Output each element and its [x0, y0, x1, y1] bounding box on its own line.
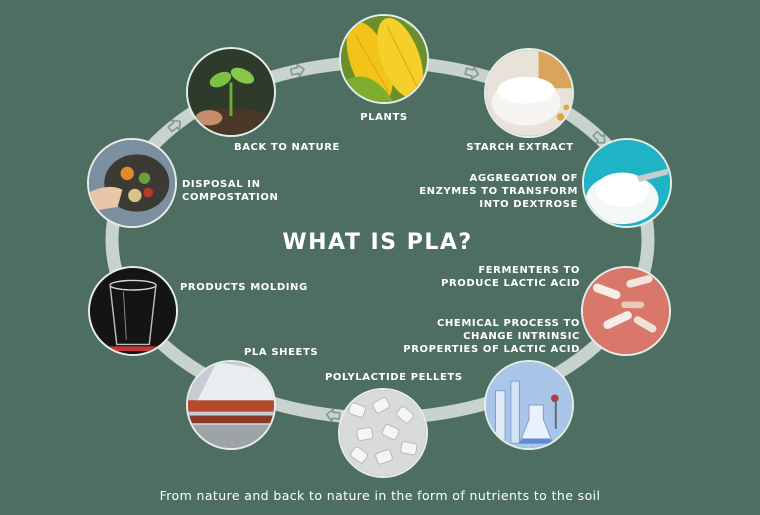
step-label-plants: PLANTS [360, 112, 408, 123]
step-plants-image [339, 14, 429, 104]
step-fermenters-image [581, 266, 671, 356]
step-back-to-nature-image [186, 47, 276, 137]
step-products-molding-image [88, 266, 178, 356]
compost-bin-icon [89, 140, 175, 226]
sheet-rolls-icon [188, 362, 274, 448]
step-label-fermenters: FERMENTERS TO PRODUCE LACTIC ACID [441, 265, 580, 289]
step-chemical-process-image [484, 360, 574, 450]
pellets-icon [340, 390, 426, 476]
step-label-pellets: POLYLACTIDE PELLETS [325, 372, 463, 383]
step-pellets-image [338, 388, 428, 478]
flow-arrow-icon [289, 63, 305, 78]
step-label-dextrose: AGGREGATION OF ENZYMES TO TRANSFORM INTO… [419, 173, 578, 210]
sprout-icon [188, 49, 274, 135]
step-pla-sheets-image [186, 360, 276, 450]
flow-arrow-icon [464, 66, 480, 80]
step-label-chemical-process: CHEMICAL PROCESS TO CHANGE INTRINSIC PRO… [403, 318, 580, 355]
step-starch-extract-image [484, 48, 574, 138]
starch-bowl-icon [486, 50, 572, 136]
corn-icon [341, 16, 427, 102]
plastic-cup-icon [90, 268, 176, 354]
step-label-back-to-nature: BACK TO NATURE [234, 142, 340, 153]
flow-arrow-icon [167, 119, 181, 133]
step-label-products-molding: PRODUCTS MOLDING [180, 282, 308, 293]
lab-glassware-icon [486, 362, 572, 448]
diagram-title: WHAT IS PLA? [282, 230, 473, 255]
step-compostation-image [87, 138, 177, 228]
footer-caption: From nature and back to nature in the fo… [159, 488, 601, 503]
step-label-compostation: DISPOSAL IN COMPOSTATION [182, 179, 279, 203]
step-label-pla-sheets: PLA SHEETS [244, 347, 319, 358]
step-dextrose-image [582, 138, 672, 228]
step-label-starch-extract: STARCH EXTRACT [466, 142, 574, 153]
flow-arrow-icon [592, 130, 606, 144]
dextrose-powder-icon [584, 140, 670, 226]
bacteria-icon [583, 268, 669, 354]
flow-arrow-icon [325, 408, 341, 422]
